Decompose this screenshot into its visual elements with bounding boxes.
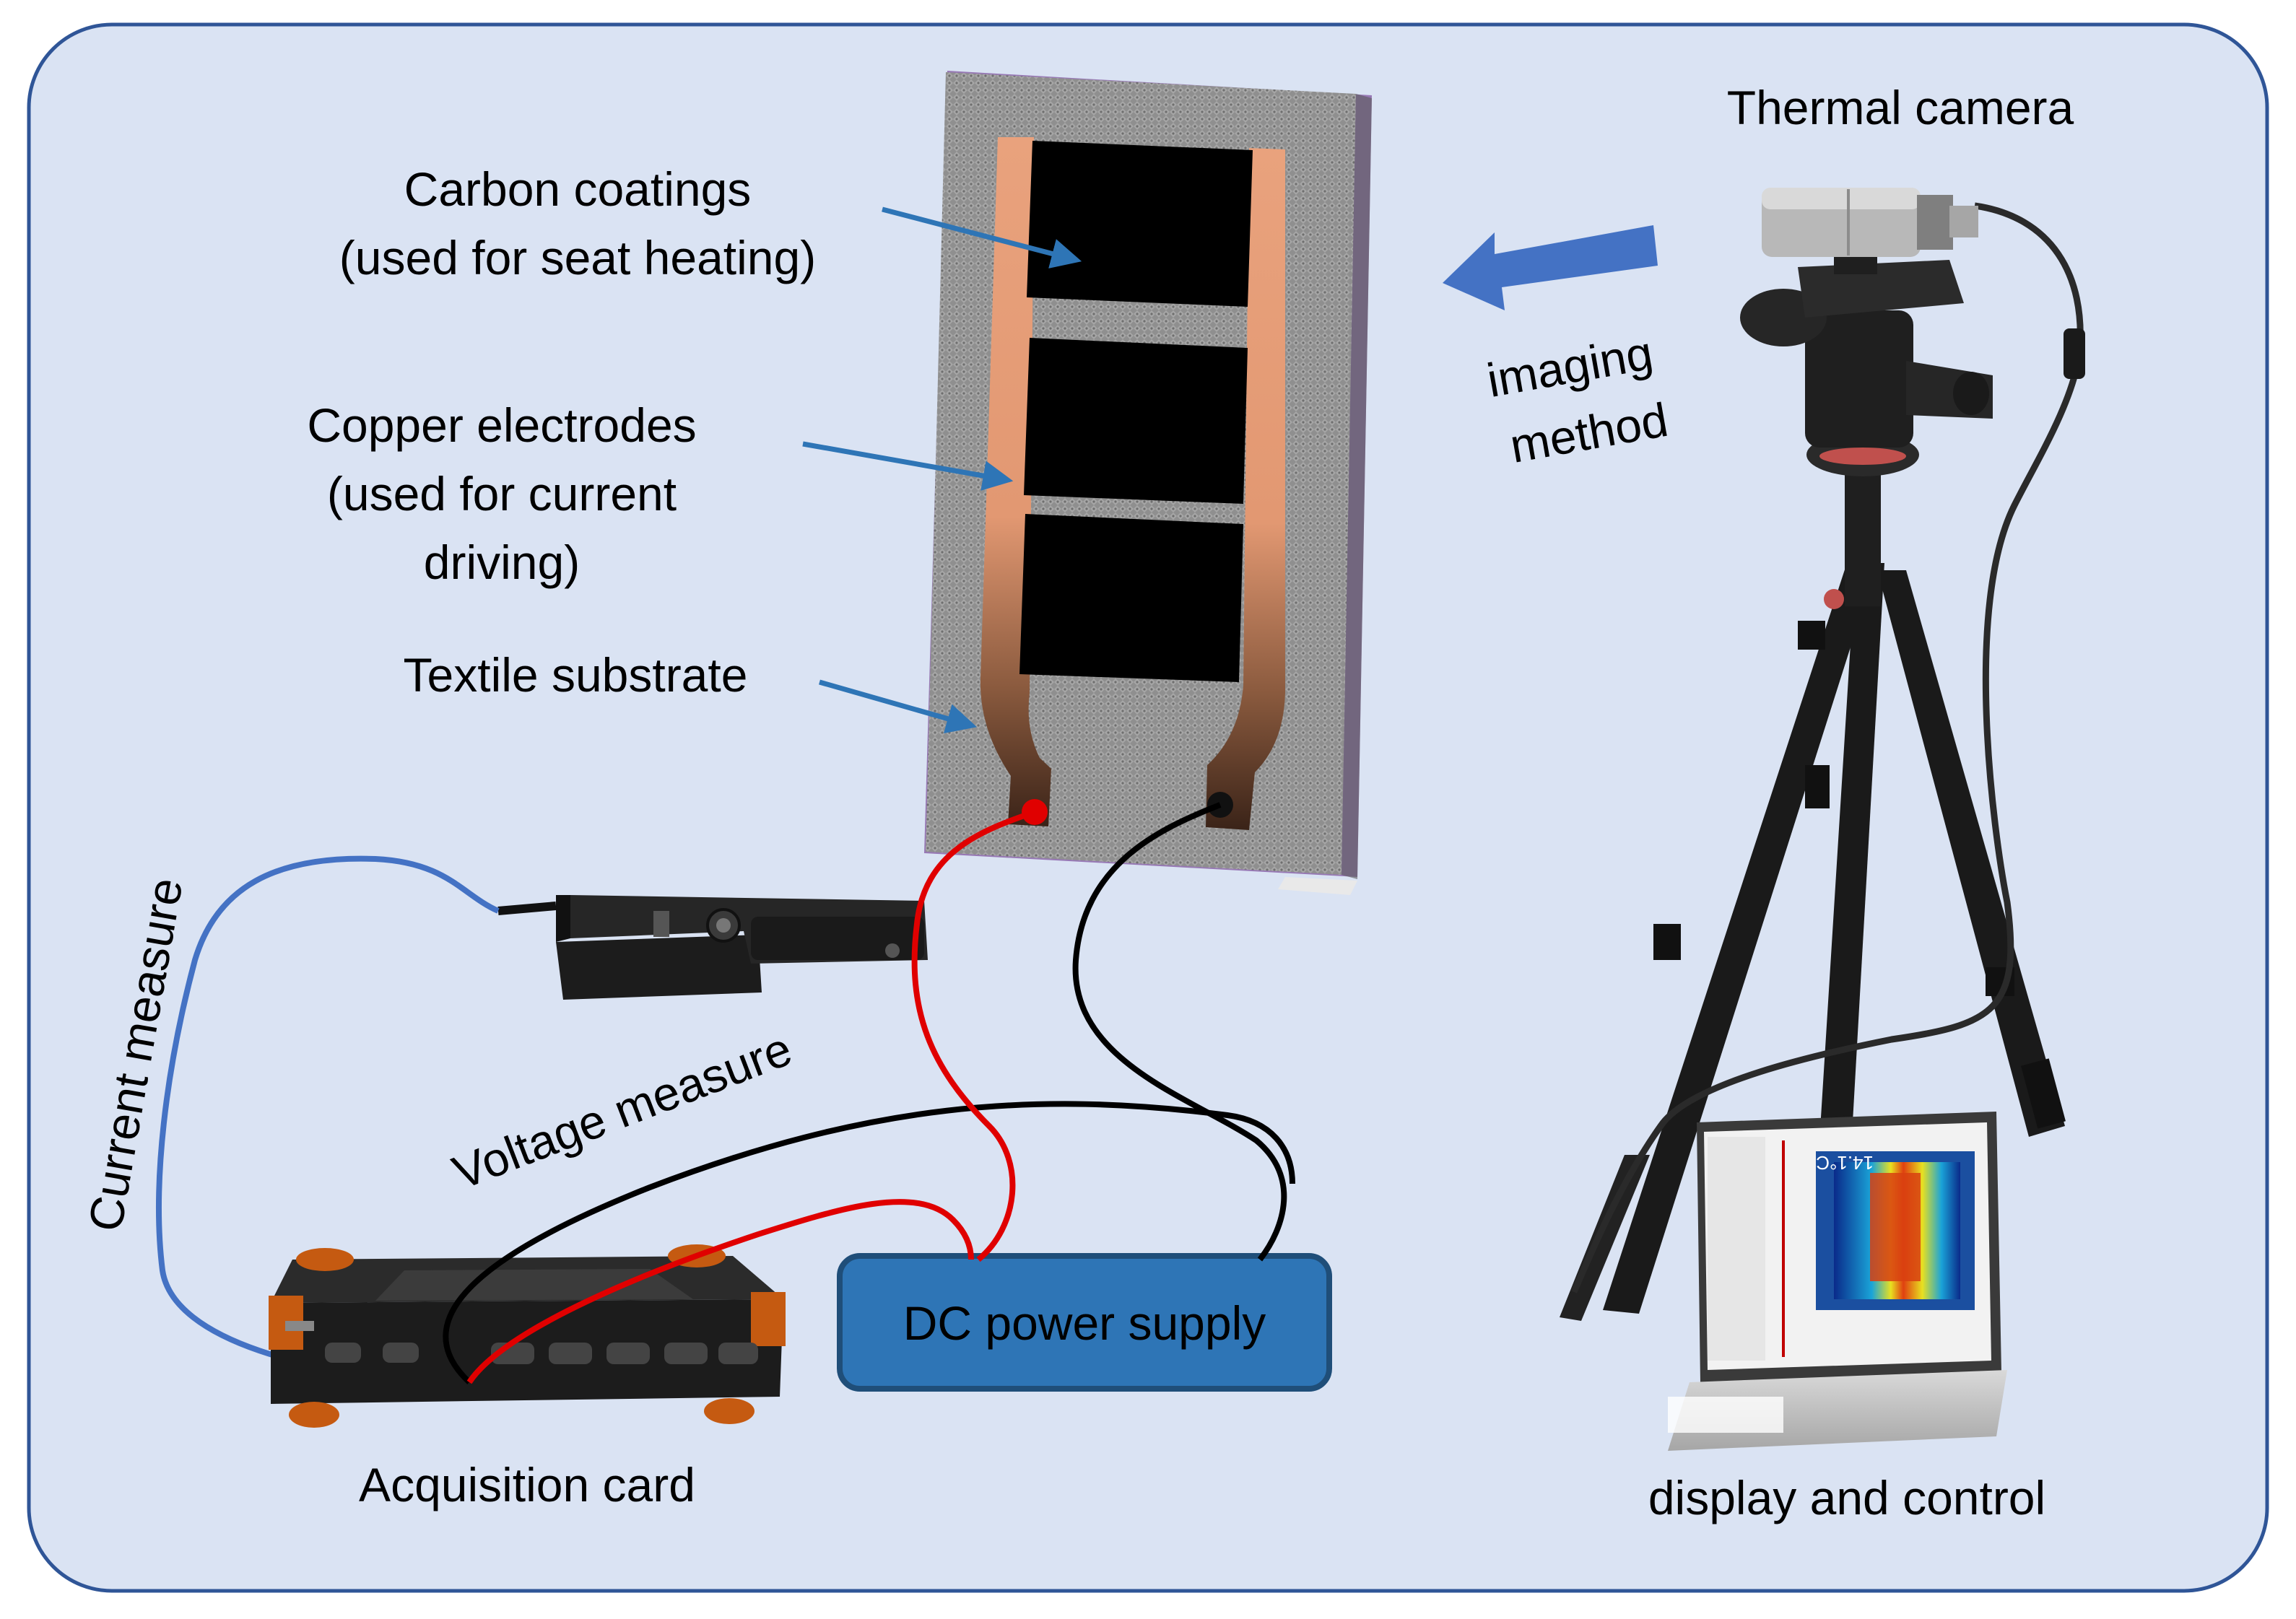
acquisition-card-icon <box>269 1244 786 1428</box>
label-textile: Textile substrate <box>404 648 748 702</box>
copper-electrode-left <box>980 137 1051 826</box>
label-copper-line3: driving) <box>424 536 580 589</box>
laptop-icon: 14.1°C <box>1668 1112 2007 1451</box>
wire-black-supply <box>1072 802 1287 1262</box>
pointer-arrow-textile <box>819 679 978 733</box>
label-thermal-camera: Thermal camera <box>1727 81 2074 134</box>
copper-electrode-right <box>1206 148 1285 830</box>
wire-red-supply <box>911 809 1036 1262</box>
heater-sample <box>924 71 1372 895</box>
imaging-direction-arrow <box>1443 225 1658 310</box>
wire-black-voltage <box>443 1101 1295 1384</box>
wire-red-voltage <box>466 1199 974 1384</box>
pointer-arrow-carbon <box>882 206 1082 269</box>
screen-temperature-readout: 14.1°C <box>1816 1152 1874 1174</box>
current-clamp-icon <box>497 895 928 1000</box>
carbon-coating-3 <box>1019 514 1243 682</box>
carbon-coating-2 <box>1024 338 1248 504</box>
label-copper-line1: Copper electrodes <box>307 398 696 452</box>
label-dc-power-supply: DC power supply <box>903 1296 1266 1350</box>
label-acquisition-card: Acquisition card <box>359 1458 695 1511</box>
dc-power-supply-box <box>837 1253 1332 1392</box>
label-carbon-line2: (used for seat heating) <box>339 231 816 284</box>
thermal-camera-icon <box>1762 188 1978 257</box>
tripod-icon <box>1560 238 2066 1321</box>
pointer-arrow-copper <box>802 441 1014 491</box>
current-measure-cable <box>156 855 500 1385</box>
label-carbon-line1: Carbon coatings <box>404 162 752 216</box>
label-copper-line2: (used for current <box>327 467 677 520</box>
label-display-control: display and control <box>1648 1471 2045 1524</box>
carbon-coating-1 <box>1027 141 1253 307</box>
